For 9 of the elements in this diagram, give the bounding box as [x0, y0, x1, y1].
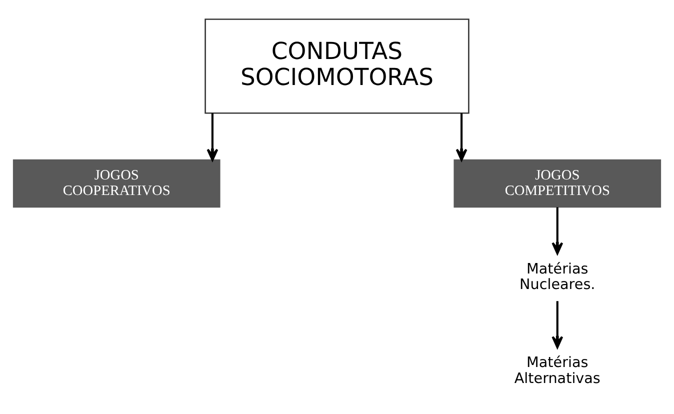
arrow — [552, 207, 564, 254]
arrow — [456, 113, 468, 162]
node-box: CONDUTAS SOCIOMOTORAS — [204, 18, 470, 114]
node-text: Matérias Alternativas — [514, 355, 600, 387]
arrow — [552, 301, 564, 348]
node-box: JOGOS COOPERATIVOS — [12, 159, 220, 208]
node-box: JOGOS COMPETITIVOS — [454, 159, 662, 208]
node-text: Matérias Nucleares. — [520, 261, 596, 293]
arrow — [206, 113, 218, 162]
